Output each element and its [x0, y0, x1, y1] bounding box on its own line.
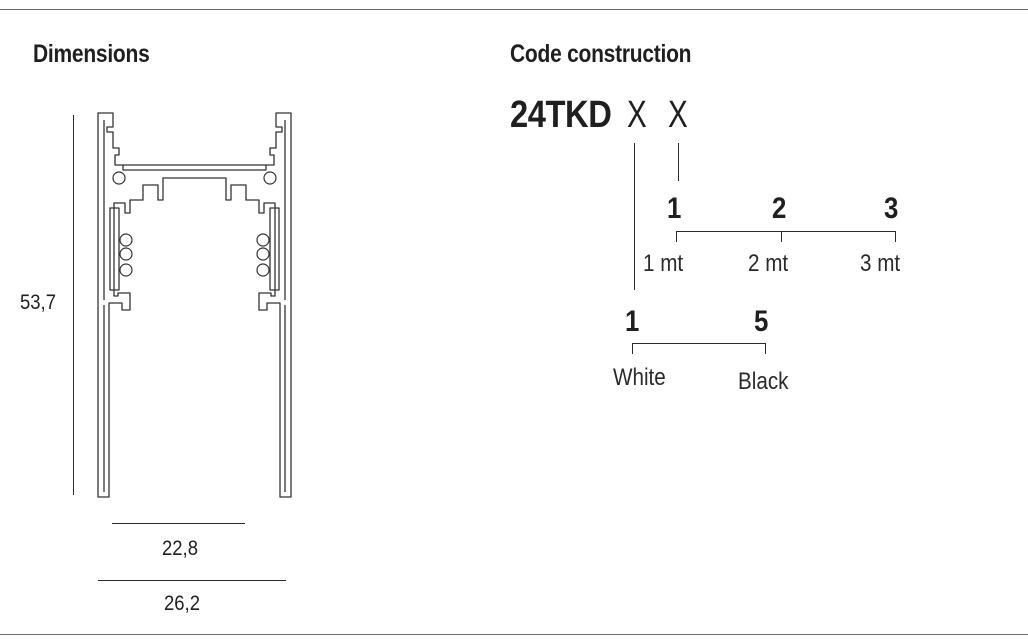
- length-bracket-tick: [676, 231, 677, 242]
- profile-right-channel: [269, 207, 280, 291]
- color-bracket-tick: [632, 343, 633, 354]
- height-dimension-label: 53,7: [20, 291, 56, 314]
- right-corner-circle: [263, 171, 277, 185]
- length-option-label: 1 mt: [643, 250, 684, 277]
- color-option-label: Black: [738, 368, 789, 395]
- length-option-label: 3 mt: [860, 250, 901, 277]
- left-contact-circle-2: [119, 247, 133, 261]
- length-bracket-tick: [781, 231, 782, 242]
- code-construction-heading: Code construction: [510, 40, 692, 68]
- right-contact-circle-3: [256, 263, 270, 277]
- color-bracket-line: [632, 343, 766, 344]
- code-placeholder-length: X: [668, 94, 688, 136]
- length-option-label: 2 mt: [748, 250, 789, 277]
- profile-left-channel: [109, 207, 120, 291]
- color-option-label: White: [613, 364, 666, 391]
- height-dimension-line: [73, 115, 74, 495]
- length-option-code: 2: [772, 192, 787, 225]
- top-divider: [0, 9, 1028, 10]
- right-contact-circle-1: [256, 233, 270, 247]
- length-bracket-tick: [895, 231, 896, 242]
- bottom-divider: [0, 634, 1028, 635]
- dimensions-heading: Dimensions: [33, 40, 150, 68]
- length-bracket-line: [676, 231, 896, 232]
- color-option-code: 5: [754, 305, 769, 338]
- code-prefix: 24TKD: [510, 94, 612, 136]
- outer-width-dimension-label: 26,2: [164, 592, 200, 615]
- length-option-code: 3: [884, 192, 899, 225]
- color-bracket-tick: [765, 343, 766, 354]
- length-connector-line: [678, 143, 679, 181]
- left-corner-circle: [112, 171, 126, 185]
- code-placeholder-color: X: [627, 94, 647, 136]
- color-connector-line: [634, 143, 635, 290]
- right-contact-circle-2: [256, 247, 270, 261]
- left-contact-circle-1: [119, 233, 133, 247]
- left-contact-circle-3: [119, 263, 133, 277]
- color-option-code: 1: [625, 305, 640, 338]
- inner-width-dimension-line: [112, 523, 245, 524]
- length-option-code: 1: [667, 192, 682, 225]
- inner-width-dimension-label: 22,8: [162, 537, 198, 560]
- profile-outer-outline: [97, 112, 292, 498]
- outer-width-dimension-line: [98, 580, 286, 581]
